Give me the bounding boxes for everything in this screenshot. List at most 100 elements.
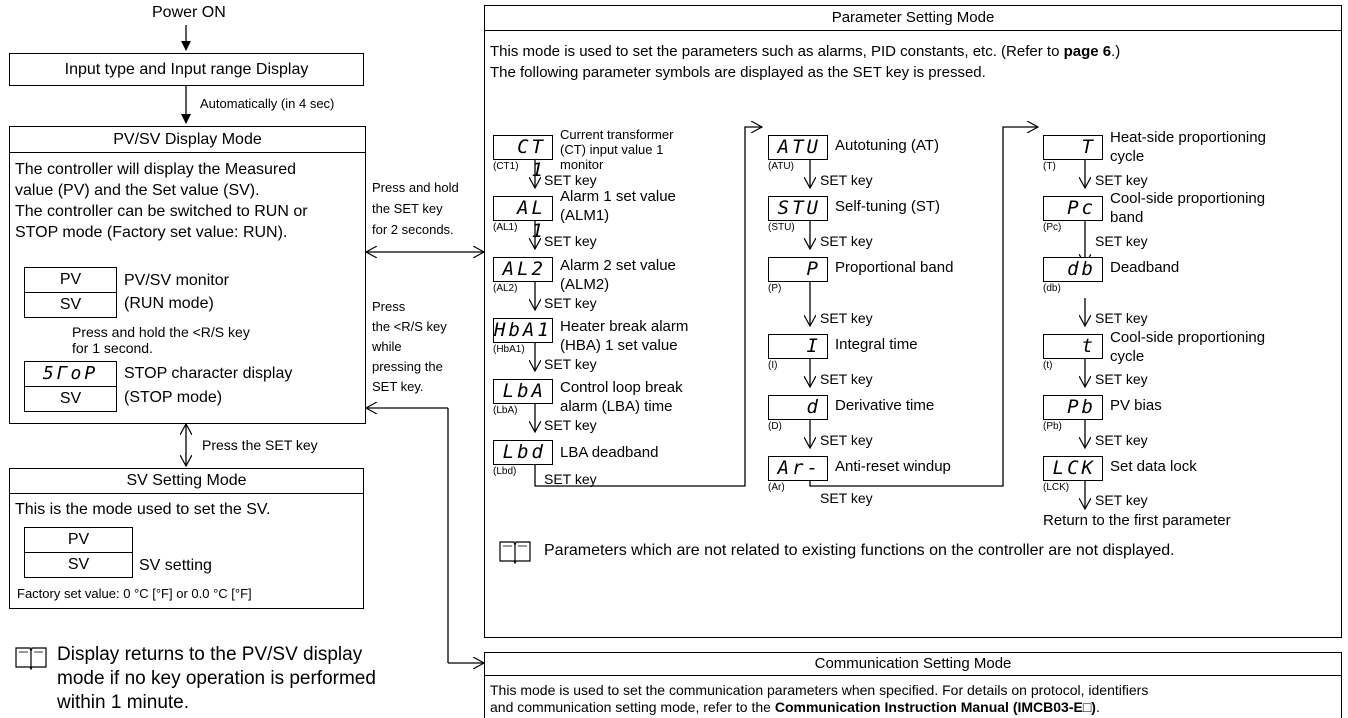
db-lcd: db xyxy=(1043,257,1103,282)
sv-setting-mode-box: SV Setting Mode This is the mode used to… xyxy=(9,468,364,609)
param-footnote: Parameters which are not related to exis… xyxy=(544,542,1175,559)
hba1-label-2: (HBA) 1 set value xyxy=(560,337,678,354)
d-lcd: d xyxy=(768,395,828,420)
arrow-note2-2: the <R/S key xyxy=(372,319,447,334)
lba-label-2: alarm (LBA) time xyxy=(560,398,673,415)
lck-lcd: LCK xyxy=(1043,456,1103,481)
al2-symbol: (AL2) xyxy=(493,283,518,294)
set-key-label: SET key xyxy=(820,172,873,188)
al1-label-2: (ALM1) xyxy=(560,207,610,224)
stop-character-display: 5ΓoP xyxy=(24,361,117,387)
ct1-label-2: (CT) input value 1 xyxy=(560,142,664,157)
al1-symbol: (AL1) xyxy=(493,222,518,233)
ar-symbol: (Ar) xyxy=(768,482,785,493)
communication-setting-mode-box: Communication Setting Mode This mode is … xyxy=(484,652,1342,718)
run-label-1: PV/SV monitor xyxy=(124,272,229,289)
atu-symbol: (ATU) xyxy=(768,161,794,172)
param-intro-2: The following parameter symbols are disp… xyxy=(490,64,986,81)
ar-lcd: Ar- xyxy=(768,456,828,481)
stu-symbol: (STU) xyxy=(768,222,795,233)
ct1-label-3: monitor xyxy=(560,157,604,172)
set-key-label: SET key xyxy=(1095,233,1148,249)
pvsv-desc-1: The controller will display the Measured xyxy=(15,161,297,178)
set-key-label: SET key xyxy=(820,490,873,506)
pvsv-desc-4: STOP mode (Factory set value: RUN). xyxy=(15,224,288,241)
t-symbol: (T) xyxy=(1043,161,1056,172)
al1-label-1: Alarm 1 set value xyxy=(560,188,676,205)
atu-label-1: Autotuning (AT) xyxy=(835,137,939,154)
i-symbol: (I) xyxy=(768,360,778,371)
sv-setting-label: SV setting xyxy=(139,557,212,574)
sv-mode-desc: This is the mode used to set the SV. xyxy=(15,501,271,518)
set-key-label: SET key xyxy=(1095,492,1148,508)
d-symbol: (D) xyxy=(768,421,782,432)
set-key-label: SET key xyxy=(544,172,597,188)
t-label-1: Heat-side proportioning xyxy=(1110,129,1266,146)
pvsv-mode-title: PV/SV Display Mode xyxy=(10,127,365,153)
ct1-label-1: Current transformer xyxy=(560,127,674,142)
parameter-setting-mode-box: Parameter Setting Mode This mode is used… xyxy=(484,5,1342,638)
set-key-label: SET key xyxy=(1095,310,1148,326)
sv-factory-label: Factory set value: 0 °C [°F] or 0.0 °C [… xyxy=(17,586,252,601)
al2-label-2: (ALM2) xyxy=(560,276,610,293)
manual-book-icon xyxy=(14,646,48,670)
note-bottom-2: mode if no key operation is performed xyxy=(57,668,376,689)
return-note: Return to the first parameter xyxy=(1043,512,1231,529)
stop-label-2: (STOP mode) xyxy=(124,389,223,406)
lbd-label-1: LBA deadband xyxy=(560,444,659,461)
lba-label-1: Control loop break xyxy=(560,379,683,396)
comm-line-1: This mode is used to set the communicati… xyxy=(490,682,1149,698)
p-label-1: Proportional band xyxy=(835,259,954,276)
ct1-symbol: (CT1) xyxy=(493,161,519,172)
power-on-label: Power ON xyxy=(152,4,226,21)
t-label-2: cycle xyxy=(1110,148,1145,165)
tc-symbol: (t) xyxy=(1043,360,1053,371)
sv-pv-display: PV xyxy=(24,527,133,553)
set-key-label: SET key xyxy=(1095,371,1148,387)
hold-note-2: for 1 second. xyxy=(72,340,153,356)
stop-label-1: STOP character display xyxy=(124,365,293,382)
stop-sv-display: SV xyxy=(24,386,117,412)
set-key-label: SET key xyxy=(544,233,597,249)
sv-mode-title: SV Setting Mode xyxy=(10,469,363,494)
run-pv-display: PV xyxy=(24,267,117,293)
pvsv-desc-2: value (PV) and the Set value (SV). xyxy=(15,182,260,199)
input-type-box: Input type and Input range Display xyxy=(9,53,364,86)
pb-symbol: (Pb) xyxy=(1043,421,1062,432)
pc-label-1: Cool-side proportioning xyxy=(1110,190,1266,207)
set-key-label: SET key xyxy=(820,432,873,448)
lck-symbol: (LCK) xyxy=(1043,482,1070,493)
arrow-note2-3: while xyxy=(372,339,402,354)
set-key-label: SET key xyxy=(820,371,873,387)
sv-sv-display: SV xyxy=(24,552,133,578)
al2-lcd: AL2 xyxy=(493,257,553,282)
p-lcd: P xyxy=(768,257,828,282)
i-label-1: Integral time xyxy=(835,336,918,353)
db-symbol: (db) xyxy=(1043,283,1061,294)
input-type-label: Input type and Input range Display xyxy=(64,61,309,78)
stu-label-1: Self-tuning (ST) xyxy=(835,198,941,215)
hba1-symbol: (HbA1) xyxy=(493,344,525,355)
hba1-lcd: HbA1 xyxy=(493,318,553,343)
pb-lcd: Pb xyxy=(1043,395,1103,420)
pc-label-2: band xyxy=(1110,209,1144,226)
set-key-label: SET key xyxy=(544,417,597,433)
d-label-1: Derivative time xyxy=(835,397,935,414)
pc-lcd: Pc xyxy=(1043,196,1103,221)
press-set-label: Press the SET key xyxy=(202,437,318,453)
tc-lcd: t xyxy=(1043,334,1103,359)
note-bottom-1: Display returns to the PV/SV display xyxy=(57,644,363,665)
pb-label-1: PV bias xyxy=(1110,397,1162,414)
lbd-symbol: (Lbd) xyxy=(493,466,517,477)
run-sv-display: SV xyxy=(24,292,117,318)
stu-lcd: STU xyxy=(768,196,828,221)
pvsv-desc-3: The controller can be switched to RUN or xyxy=(15,203,308,220)
set-key-label: SET key xyxy=(544,295,597,311)
arrow-note2-4: pressing the xyxy=(372,359,443,374)
arrow-note1-1: Press and hold xyxy=(372,180,459,195)
ct1-lcd: CT 1 xyxy=(493,135,553,181)
comm-line-2: and communication setting mode, refer to… xyxy=(490,699,1100,715)
arrow-note1-2: the SET key xyxy=(372,201,443,216)
run-label-2: (RUN mode) xyxy=(124,295,214,312)
